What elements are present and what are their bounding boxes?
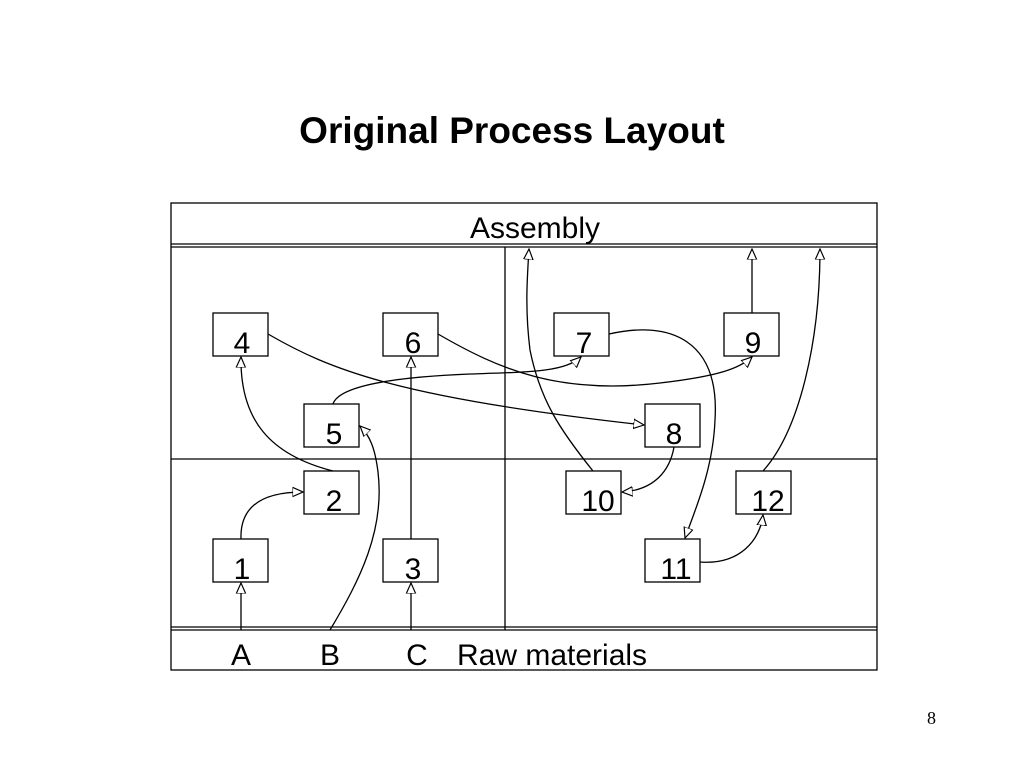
assembly-label: Assembly [470, 212, 600, 245]
process-box-12: 12 [735, 470, 792, 518]
process-box-9: 9 [723, 312, 780, 360]
flow-arrow-7-to-11 [608, 329, 716, 538]
process-box-11: 11 [644, 538, 701, 586]
process-box-label: 5 [326, 418, 343, 451]
process-box-7: 7 [553, 312, 610, 360]
flow-arrow-12-to-assembly [762, 249, 820, 472]
process-box-1: 1 [212, 538, 269, 586]
raw-material-a-label: A [231, 639, 251, 672]
process-box-label: 12 [751, 485, 784, 518]
process-box-2: 2 [303, 470, 360, 518]
process-box-label: 10 [581, 485, 614, 518]
raw-material-b-label: B [320, 639, 340, 672]
process-box-label: 1 [234, 553, 251, 586]
flow-arrow-5-to-7 [332, 357, 581, 405]
flow-arrow-2-to-4 [241, 357, 334, 472]
raw-material-c-label: C [406, 639, 428, 672]
process-box-label: 4 [234, 327, 251, 360]
process-box-label: 11 [660, 553, 691, 586]
layout-frame [170, 202, 878, 671]
raw-materials-label: Raw materials [457, 639, 647, 672]
flow-arrow-4-to-8 [267, 333, 644, 425]
page-title: Original Process Layout [299, 110, 725, 151]
process-box-3: 3 [382, 538, 439, 586]
flow-arrow-10-to-assembly [527, 249, 594, 472]
process-box-label: 7 [576, 327, 593, 360]
flow-arrow-8-to-10 [622, 446, 675, 492]
flow-arrow-b-to-5 [329, 426, 380, 631]
process-box-label: 3 [405, 553, 422, 586]
process-box-4: 4 [212, 312, 269, 360]
process-box-label: 8 [666, 418, 683, 451]
process-box-6: 6 [382, 312, 439, 360]
flow-arrows [240, 249, 820, 631]
process-box-label: 2 [326, 485, 343, 518]
flow-arrow-1-to-2 [240, 492, 303, 540]
flow-arrow-11-to-12 [699, 515, 763, 563]
page-number: 8 [927, 708, 936, 728]
process-box-label: 6 [405, 327, 422, 360]
process-box-5: 5 [303, 403, 360, 451]
process-box-10: 10 [565, 470, 622, 518]
process-box-8: 8 [644, 403, 701, 451]
flow-arrow-6-to-9 [437, 333, 752, 387]
process-box-label: 9 [745, 327, 762, 360]
